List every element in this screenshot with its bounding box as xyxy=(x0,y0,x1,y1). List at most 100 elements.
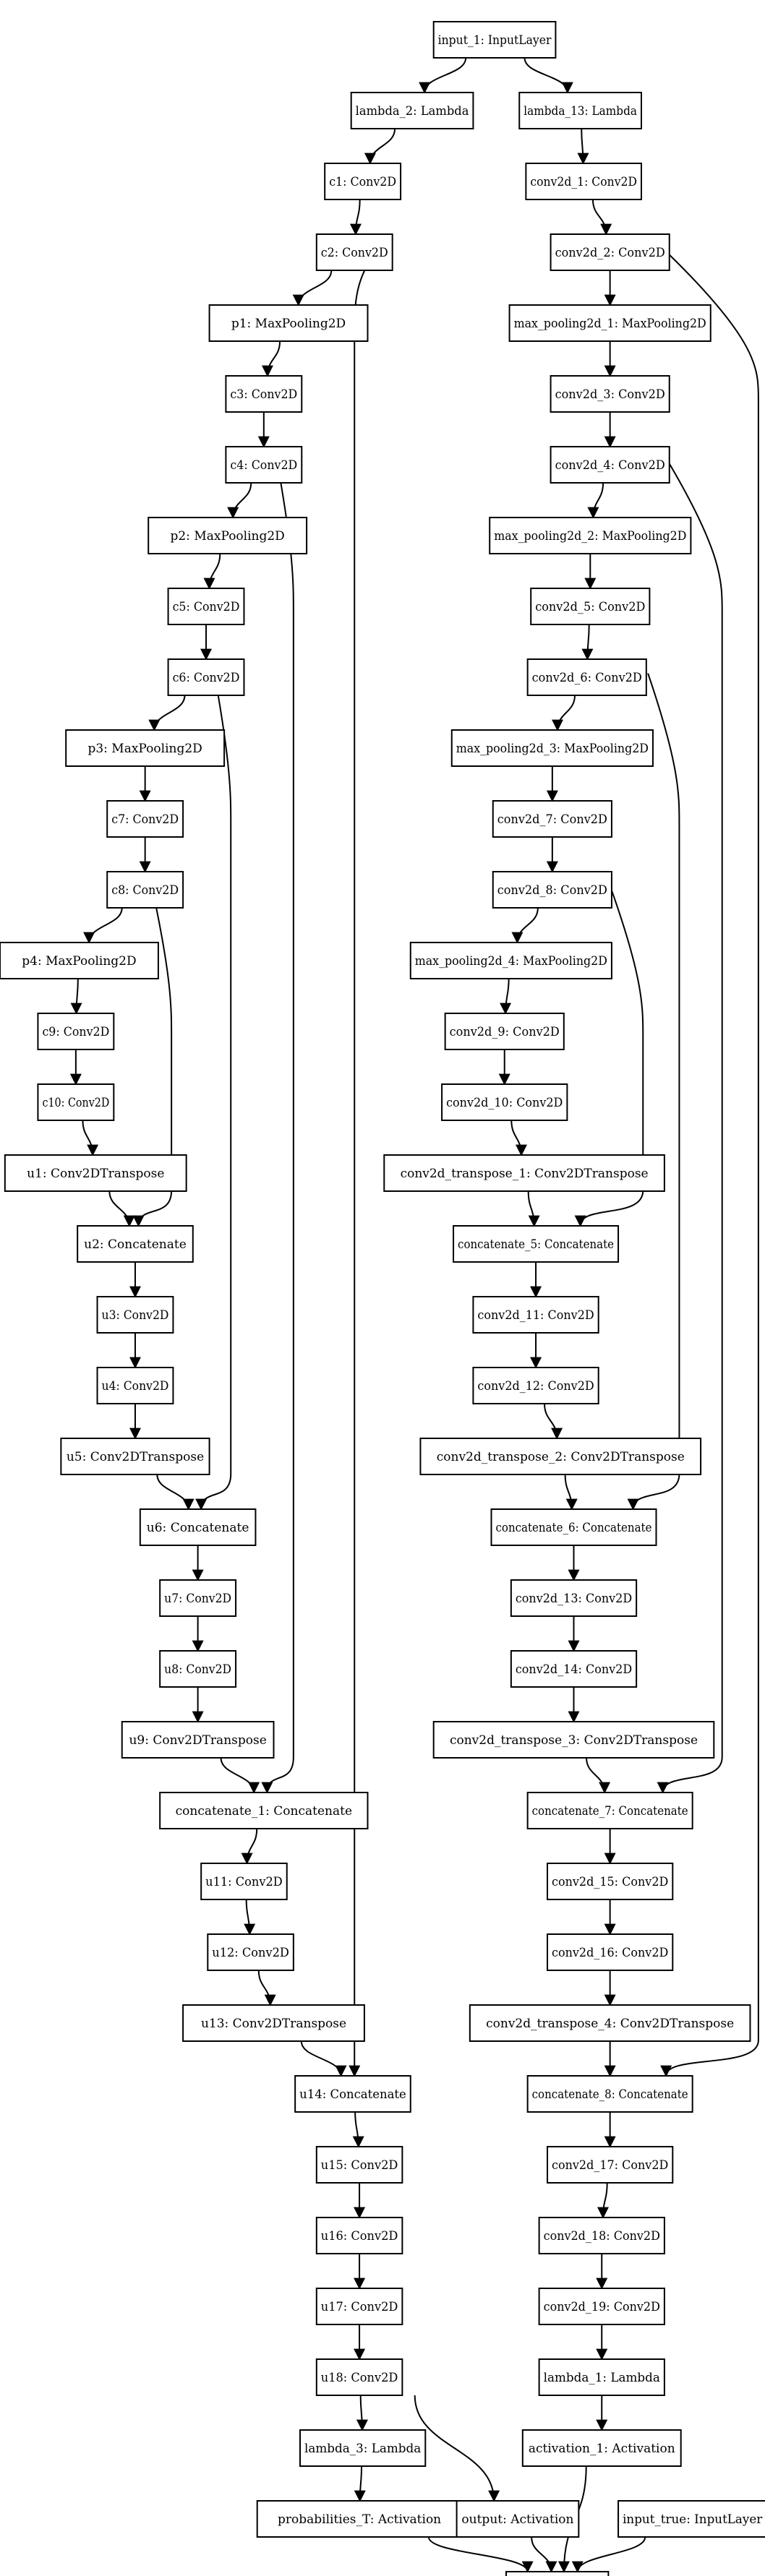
node-conv2d-18: conv2d_18: Conv2D xyxy=(538,2217,665,2254)
edge-u1-to-u2 xyxy=(108,1190,135,1227)
edge-u18-to-output xyxy=(414,2395,500,2502)
node-label: conv2d_18: Conv2D xyxy=(544,2229,660,2244)
node-conv2d-transpose-4: conv2d_transpose_4: Conv2DTranspose xyxy=(469,2004,751,2042)
node-box xyxy=(37,1013,115,1050)
edge-lambda-3-to-probabilities-T xyxy=(354,2465,366,2502)
node-box xyxy=(492,800,612,838)
node-label: max_pooling2d_2: MaxPooling2D xyxy=(494,529,686,544)
node-u11: u11: Conv2D xyxy=(200,1863,288,1900)
node-c6: c6: Conv2D xyxy=(167,658,245,696)
node-u17: u17: Conv2D xyxy=(315,2288,403,2325)
node-box xyxy=(159,1579,237,1617)
node-label: u15: Conv2D xyxy=(321,2158,398,2173)
node-c5: c5: Conv2D xyxy=(167,588,245,625)
node-label: u4: Conv2D xyxy=(102,1379,169,1394)
node-box xyxy=(526,658,647,696)
node-box xyxy=(96,1367,174,1404)
node-p2: p2: MaxPooling2D xyxy=(148,517,308,554)
node-label: u13: Conv2DTranspose xyxy=(201,2017,346,2031)
node-label: u5: Conv2DTranspose xyxy=(67,1450,204,1464)
node-conv2d-transpose-1: conv2d_transpose_1: Conv2DTranspose xyxy=(383,1154,665,1192)
node-label: conv2d_16: Conv2D xyxy=(552,1946,668,1960)
node-u13: u13: Conv2DTranspose xyxy=(182,2004,365,2042)
node-box xyxy=(444,1013,565,1050)
edge-probabilities-T-to-kd- xyxy=(427,2536,534,2573)
node-max-pooling2d-2: max_pooling2d_2: MaxPooling2D xyxy=(489,517,692,554)
node-label: input_1: InputLayer xyxy=(438,33,552,48)
node-box xyxy=(521,2429,682,2467)
node-box xyxy=(350,92,474,129)
node-label: u1: Conv2DTranspose xyxy=(27,1167,164,1181)
node-conv2d-transpose-2: conv2d_transpose_2: Conv2DTranspose xyxy=(419,1438,702,1475)
node-box xyxy=(315,2358,403,2396)
edge-conv2d-8-to-max-pooling2d-4 xyxy=(511,907,539,944)
node-input-1: input_1: InputLayer xyxy=(432,21,557,59)
node-conv2d-16: conv2d_16: Conv2D xyxy=(547,1933,674,1971)
node-box xyxy=(77,1225,194,1263)
node-box xyxy=(200,1863,288,1900)
node-label: conv2d_17: Conv2D xyxy=(552,2158,668,2173)
edge-p2-to-c5 xyxy=(203,553,221,590)
node-conv2d-7: conv2d_7: Conv2D xyxy=(492,800,612,838)
node-box xyxy=(139,1508,257,1546)
node-u6: u6: Concatenate xyxy=(139,1508,257,1546)
node-box xyxy=(96,1296,174,1334)
node-label: concatenate_6: Concatenate xyxy=(495,1521,651,1535)
edge-u14-to-u15 xyxy=(352,2111,364,2148)
node-box xyxy=(510,1579,638,1617)
node-box xyxy=(441,1083,568,1121)
node-label: conv2d_transpose_4: Conv2DTranspose xyxy=(486,2017,734,2031)
node-label: conv2d_13: Conv2D xyxy=(516,1592,632,1606)
node-box xyxy=(167,658,245,696)
node-conv2d-17: conv2d_17: Conv2D xyxy=(547,2146,674,2184)
node-label: p1: MaxPooling2D xyxy=(231,317,346,331)
node-label: conv2d_14: Conv2D xyxy=(516,1662,632,1677)
node-label: conv2d_19: Conv2D xyxy=(544,2300,660,2314)
node-label: c7: Conv2D xyxy=(111,812,179,827)
node-label: c1: Conv2D xyxy=(329,175,396,189)
node-label: conv2d_9: Conv2D xyxy=(450,1025,560,1039)
node-u8: u8: Conv2D xyxy=(159,1650,237,1688)
edge-input-1-to-lambda-13 xyxy=(523,57,573,94)
node-output: output: Activation xyxy=(456,2500,580,2538)
node-concatenate-1: concatenate_1: Concatenate xyxy=(159,1792,369,1829)
node-probabilities-T: probabilities_T: Activation xyxy=(256,2500,463,2538)
node-label: concatenate_1: Concatenate xyxy=(176,1804,352,1819)
node-concatenate-5: concatenate_5: Concatenate xyxy=(453,1225,620,1263)
node-label: c5: Conv2D xyxy=(173,600,240,614)
node-label: c6: Conv2D xyxy=(173,671,240,685)
node-label: conv2d_3: Conv2D xyxy=(555,387,665,402)
node-box xyxy=(299,2429,427,2467)
node-box xyxy=(315,233,393,271)
node-box xyxy=(547,2146,674,2184)
node-box xyxy=(508,304,711,342)
node-conv2d-transpose-3: conv2d_transpose_3: Conv2DTranspose xyxy=(432,1721,715,1759)
edge-u12-to-u13 xyxy=(257,1970,276,2006)
node-label: conv2d_4: Conv2D xyxy=(555,458,665,473)
node-box xyxy=(550,233,670,271)
node-label: c4: Conv2D xyxy=(230,458,297,473)
node-c4: c4: Conv2D xyxy=(225,446,303,484)
edge-c2-to-p1 xyxy=(292,270,333,306)
node-label: max_pooling2d_4: MaxPooling2D xyxy=(415,954,607,969)
node-box xyxy=(469,2004,751,2042)
node-box xyxy=(148,517,308,554)
node-box xyxy=(225,446,303,484)
node-label: u2: Concatenate xyxy=(84,1237,187,1252)
node-box xyxy=(538,2288,665,2325)
node-label: c9: Conv2D xyxy=(42,1025,109,1039)
edge-lambda-2-to-c1 xyxy=(364,128,396,165)
node-conv2d-8: conv2d_8: Conv2D xyxy=(492,871,612,909)
edge-c8-to-p4 xyxy=(83,907,123,944)
node-label: lambda_2: Lambda xyxy=(356,104,469,119)
node-u5: u5: Conv2DTranspose xyxy=(60,1438,210,1475)
node-activation-1: activation_1: Activation xyxy=(521,2429,682,2467)
node-lambda-2: lambda_2: Lambda xyxy=(350,92,474,129)
node-box xyxy=(294,2075,411,2113)
node-label: conv2d_10: Conv2D xyxy=(446,1096,563,1110)
node-u4: u4: Conv2D xyxy=(96,1367,174,1404)
node-concatenate-7: concatenate_7: Concatenate xyxy=(526,1792,693,1829)
edge-p4-to-c9 xyxy=(70,978,82,1015)
node-concatenate-8: concatenate_8: Concatenate xyxy=(526,2075,693,2113)
node-label: u9: Conv2DTranspose xyxy=(129,1733,266,1748)
